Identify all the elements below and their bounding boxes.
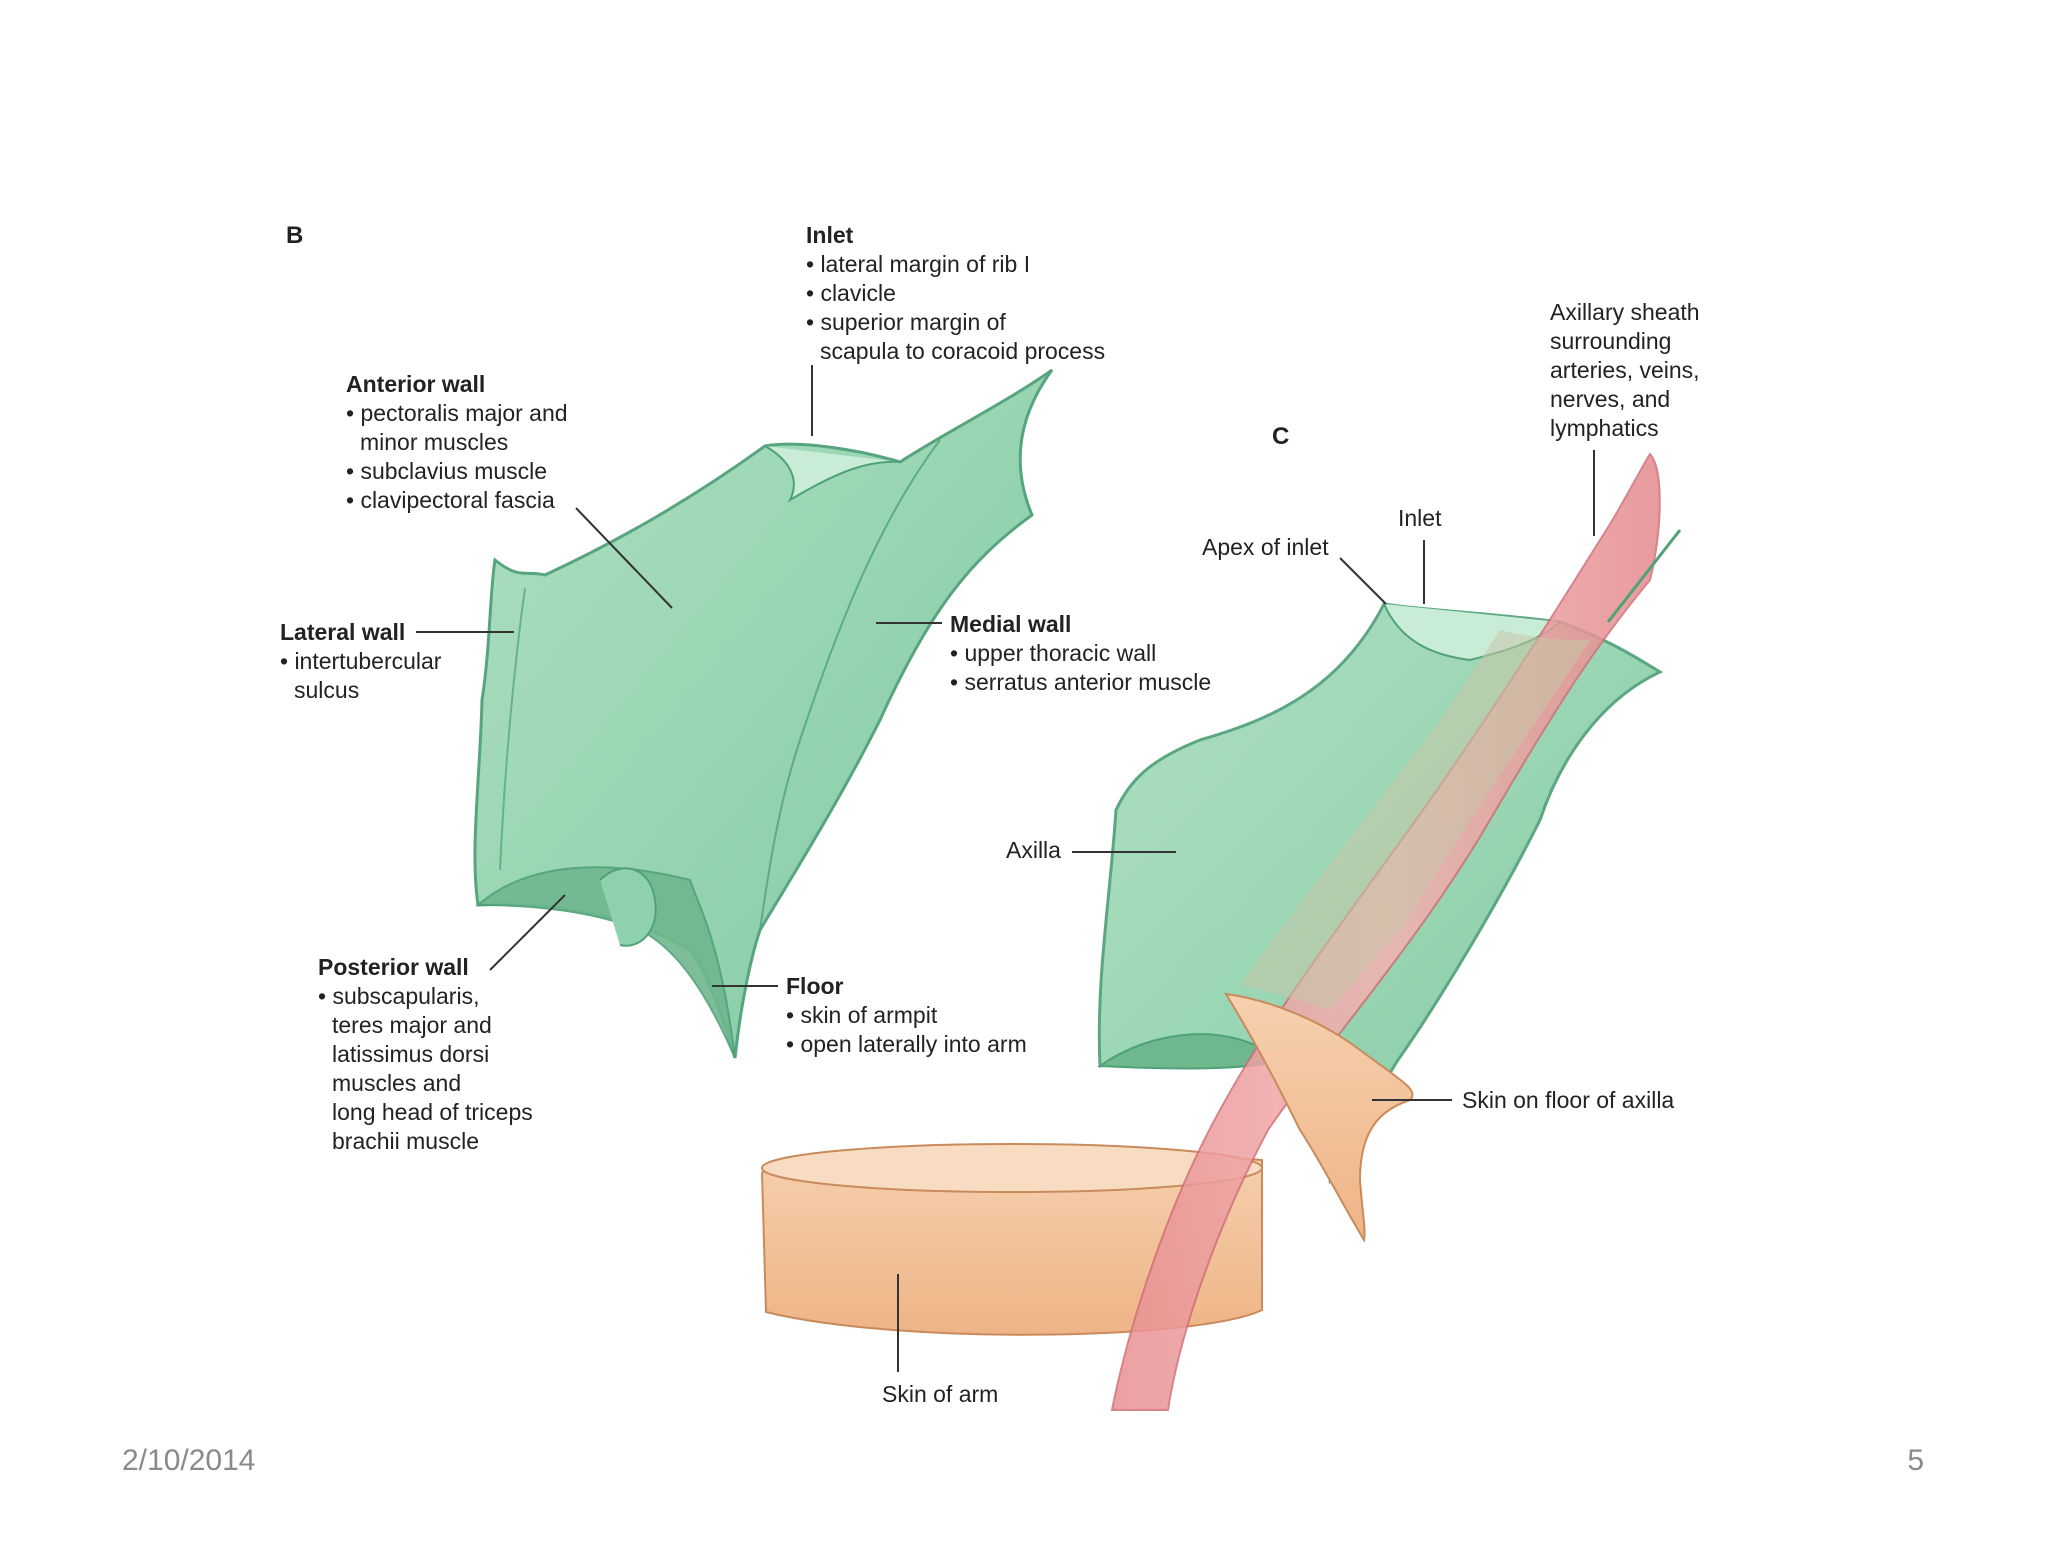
anterior-wall-leader: [575, 507, 673, 609]
anterior-wall-title: Anterior wall: [346, 371, 485, 397]
axillary-sheath-line-1: Axillary sheath: [1550, 299, 1700, 325]
lateral-wall-title: Lateral wall: [280, 619, 405, 645]
axillary-sheath-line-2: surrounding: [1550, 328, 1671, 354]
medial-wall-title: Medial wall: [950, 611, 1071, 637]
axilla-label: Axilla: [1006, 837, 1061, 863]
inlet-title: Inlet: [806, 222, 854, 248]
axillary-sheath-line-4: nerves, and: [1550, 386, 1670, 412]
posterior-wall-item-3: latissimus dorsi: [332, 1041, 489, 1067]
anterior-wall-item-2: minor muscles: [360, 429, 508, 455]
skin-of-arm-label: Skin of arm: [882, 1381, 998, 1407]
panel-b-illustration: [473, 368, 1054, 1059]
floor-item-2: • open laterally into arm: [786, 1031, 1027, 1057]
apex-of-inlet-leader: [1339, 557, 1387, 605]
medial-wall-item-1: • upper thoracic wall: [950, 640, 1156, 666]
anterior-wall-item-3: • subclavius muscle: [346, 458, 547, 484]
anterior-wall-label: Anterior wall • pectoralis major and min…: [346, 371, 568, 513]
posterior-tube-b: [599, 867, 657, 947]
sheath-overlap: [1240, 630, 1590, 1010]
inlet-label-b: Inlet • lateral margin of rib I • clavic…: [806, 222, 1105, 364]
sheath-strand: [1606, 529, 1682, 623]
medial-wall-item-2: • serratus anterior muscle: [950, 669, 1211, 695]
apex-of-inlet-label: Apex of inlet: [1202, 534, 1329, 560]
lateral-wall-label: Lateral wall • intertubercular sulcus: [280, 619, 442, 703]
page-number: 5: [1907, 1444, 1924, 1477]
inlet-item-3: • superior margin of: [806, 309, 1006, 335]
floor-title: Floor: [786, 973, 844, 999]
posterior-wall-item-4: muscles and: [332, 1070, 461, 1096]
panel-b-letter: B: [286, 222, 303, 249]
medial-wall-label: Medial wall • upper thoracic wall • serr…: [950, 611, 1211, 695]
inlet-item-4: scapula to coracoid process: [820, 338, 1105, 364]
axilla-pyramid-b: [473, 368, 1054, 1059]
inlet-item-2: • clavicle: [806, 280, 896, 306]
anterior-wall-item-4: • clavipectoral fascia: [346, 487, 555, 513]
skin-on-floor-label: Skin on floor of axilla: [1462, 1087, 1674, 1113]
posterior-wall-title: Posterior wall: [318, 954, 469, 980]
panel-c-illustration: [760, 452, 1682, 1411]
posterior-wall-item-1: • subscapularis,: [318, 983, 479, 1009]
axillary-sheath-line-3: arteries, veins,: [1550, 357, 1700, 383]
lateral-wall-item-1: • intertubercular: [280, 648, 442, 674]
lateral-wall-edge: [499, 587, 526, 871]
posterior-wall-label: Posterior wall • subscapularis, teres ma…: [318, 954, 533, 1154]
axillary-sheath-line-5: lymphatics: [1550, 415, 1659, 441]
posterior-wall-leader: [489, 894, 566, 971]
medial-wall-edge: [759, 439, 941, 931]
skin-on-floor-of-axilla: [1224, 992, 1414, 1243]
footer-date: 2/10/2014: [122, 1444, 256, 1477]
floor-item-1: • skin of armpit: [786, 1002, 938, 1028]
panel-c-letter: C: [1272, 423, 1289, 450]
axillary-sheath-label: Axillary sheath surrounding arteries, ve…: [1550, 299, 1700, 441]
inlet-label-c: Inlet: [1398, 505, 1442, 531]
posterior-wall-item-6: brachii muscle: [332, 1128, 479, 1154]
posterior-wall-item-2: teres major and: [332, 1012, 492, 1038]
inlet-item-1: • lateral margin of rib I: [806, 251, 1030, 277]
floor-opening-b: [475, 866, 736, 1059]
lateral-wall-item-2: sulcus: [294, 677, 359, 703]
inlet-opening-b: [764, 445, 901, 503]
skin-of-arm-rim: [761, 1143, 1263, 1193]
posterior-wall-item-5: long head of triceps: [332, 1099, 533, 1125]
floor-label: Floor • skin of armpit • open laterally …: [786, 973, 1027, 1057]
anterior-wall-item-1: • pectoralis major and: [346, 400, 568, 426]
